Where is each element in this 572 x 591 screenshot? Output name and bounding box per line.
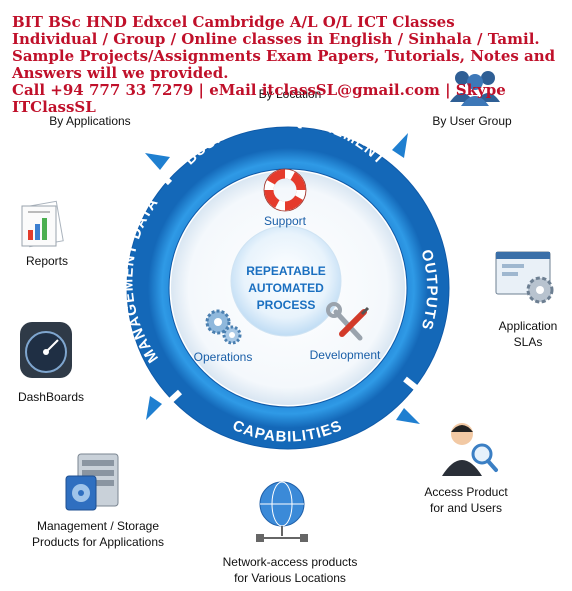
user-group-icon (450, 71, 500, 106)
reports-label: Reports (25, 254, 69, 268)
network-access-line-2: for Various Locations (234, 571, 346, 585)
user-search-icon (442, 423, 498, 476)
tools-icon (326, 302, 370, 341)
overlay-title: BIT BSc HND Edxcel Cambridge A/L O/L ICT… (12, 13, 455, 31)
overlay-contact: Call +94 777 33 7279 | eMail itclassSL@g… (12, 81, 506, 116)
dashboards-label: DashBoards (17, 390, 85, 404)
by-user-group-label: By User Group (432, 114, 512, 128)
contact-overlay: BIT BSc HND Edxcel Cambridge A/L O/L ICT… (12, 14, 567, 116)
center-line-2: AUTOMATED (248, 281, 324, 295)
arrow-top-left (145, 153, 170, 170)
network-access-line-1: Network-access products (222, 555, 358, 569)
application-slas-line-2: SLAs (513, 335, 543, 349)
application-slas-line-1: Application (498, 319, 558, 333)
mgmt-storage-label: Management / Storage Products for Applic… (16, 518, 180, 550)
mgmt-storage-line-1: Management / Storage (36, 519, 160, 533)
arrow-bottom-left (146, 396, 162, 420)
development-label: Development (310, 348, 381, 362)
ring-band (127, 127, 449, 449)
center-line-1: REPEATABLE (246, 264, 326, 278)
access-product-label: Access Product for and Users (406, 484, 526, 516)
application-window-icon (495, 251, 554, 304)
support-label: Support (264, 214, 307, 228)
life-ring-icon (263, 168, 307, 212)
application-slas-label: Application SLAs (488, 318, 568, 350)
network-globe-icon (256, 481, 308, 542)
center-line-3: PROCESS (257, 298, 316, 312)
arrow-bottom-right (396, 408, 420, 424)
by-location-label: By Location (258, 87, 322, 101)
ring-outer-edge (126, 126, 450, 450)
reports-icon (21, 200, 64, 248)
gears-icon (205, 309, 242, 345)
ring-label-right: OUTPUTS (418, 248, 441, 332)
center-disc (230, 225, 342, 337)
arrow-top-right (392, 133, 408, 158)
access-product-line-1: Access Product (424, 485, 508, 499)
by-applications-label: By Applications (49, 114, 131, 128)
mgmt-storage-line-2: Products for Applications (31, 535, 165, 549)
network-access-label: Network-access products for Various Loca… (206, 554, 374, 586)
access-product-line-2: for and Users (429, 501, 503, 515)
storage-server-icon (65, 453, 119, 511)
ring-separators (145, 121, 432, 417)
overlay-description: Individual / Group / Online classes in E… (12, 30, 556, 82)
operations-label: Operations (194, 350, 253, 364)
dashboard-gauge-icon (20, 322, 72, 378)
